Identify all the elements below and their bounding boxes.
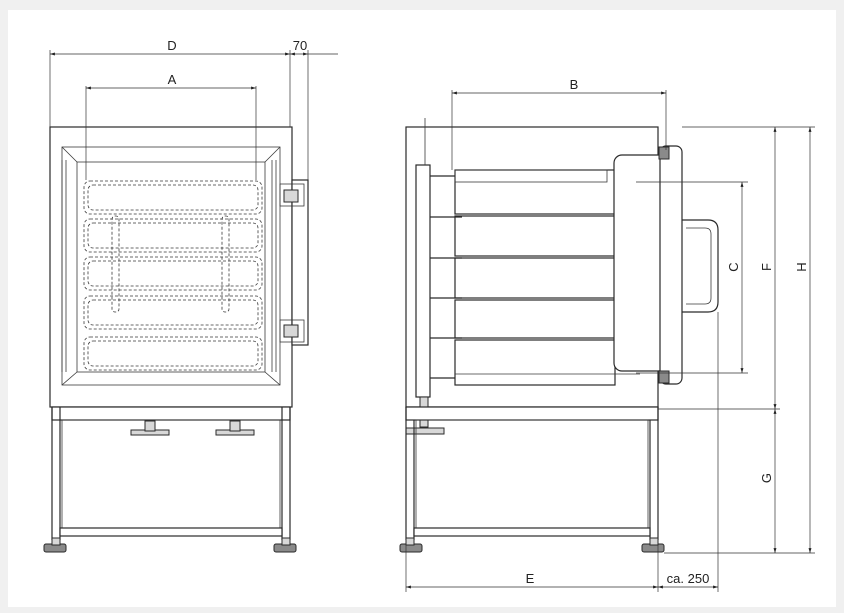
label-door-clearance: ca. 250 (667, 571, 710, 586)
label-c: C (726, 262, 741, 271)
front-dimensions (49, 50, 338, 180)
side-drawers (430, 169, 640, 386)
front-trays (83, 180, 263, 371)
label-side-width: 70 (293, 38, 307, 53)
front-inner-frame (76, 161, 266, 373)
front-stand-top (51, 406, 291, 421)
label-b: B (570, 77, 579, 92)
label-f: F (759, 263, 774, 271)
label-g: G (759, 473, 774, 483)
side-dimensions (405, 90, 815, 592)
front-side-panel (291, 179, 309, 346)
side-view (399, 118, 719, 553)
label-e: E (526, 571, 535, 586)
door-handle (682, 219, 719, 313)
front-cabinet (49, 126, 293, 408)
label-a: A (168, 72, 177, 87)
front-view (43, 126, 309, 553)
side-door (613, 154, 667, 372)
label-h: H (794, 262, 809, 271)
label-d: D (167, 38, 176, 53)
